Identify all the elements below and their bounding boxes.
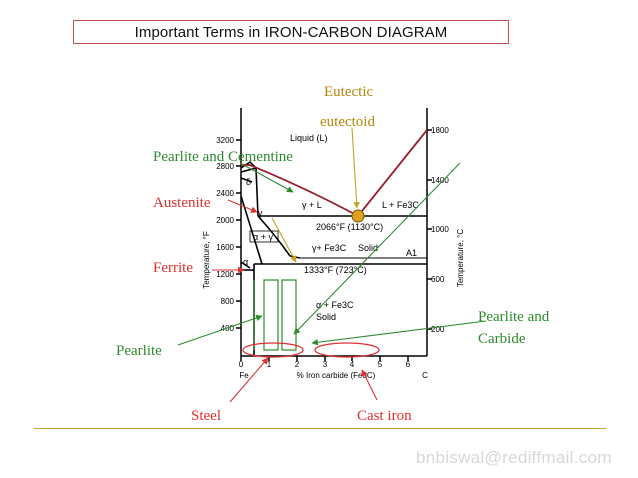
steel-range-ellipse [242, 342, 304, 358]
cast-iron-arrow [361, 369, 378, 401]
cast-iron-range-ellipse [314, 342, 380, 358]
x-axis-label: % Iron carbide (Fe3C) [297, 371, 376, 380]
region-alpha-gamma: α + γ [253, 232, 273, 242]
austenite-arrow [227, 199, 258, 213]
liquidus-lines [241, 129, 428, 217]
right-tick-label: 200 [431, 325, 445, 334]
ferrite-label: Ferrite [153, 260, 193, 276]
pearlite-cementite-arrow [239, 162, 294, 193]
left-tick-label: 400 [221, 324, 235, 333]
pearlite-carbide-label-line2: Carbide [478, 331, 526, 347]
gold-small-arrow [271, 217, 297, 263]
y-right-axis-label: Temperature, °C [456, 229, 465, 288]
green-diagonal-arrow [293, 162, 461, 335]
left-tick-label: 1200 [216, 270, 234, 279]
region-gamma-liquid: γ + L [302, 200, 322, 210]
left-tick-label: 800 [221, 297, 235, 306]
annotation-labels: Eutectic eutectoid Pearlite and Cementin… [116, 84, 550, 424]
pearlite-arrow [177, 314, 263, 346]
left-tick-label: 2400 [216, 189, 234, 198]
eutectoid-temperature-label: 1333°F (723°C) [304, 265, 367, 275]
steel-arrow [229, 357, 269, 403]
pearlite-cementite-label: Pearlite and Cementine [153, 149, 293, 165]
right-tick-label: 1000 [431, 225, 449, 234]
austenite-label: Austenite [153, 195, 211, 211]
region-gamma: γ [258, 208, 263, 218]
pearlite-carbide-arrow [311, 320, 487, 346]
x-tick-label: 5 [378, 360, 383, 369]
right-tick-label: 1800 [431, 126, 449, 135]
footer-rule [34, 428, 606, 429]
region-liquid: Liquid (L) [290, 133, 328, 143]
cast-iron-label: Cast iron [357, 408, 412, 424]
x-tick-labels: 0 1 2 3 4 5 6 [239, 360, 411, 369]
x-tick-label: 6 [406, 360, 411, 369]
right-tick-label: 1400 [431, 176, 449, 185]
region-delta: δ [246, 177, 251, 187]
x-tick-label: 3 [323, 360, 328, 369]
region-labels: Liquid (L) γ + L L + Fe3C δ γ α + γ α γ+… [243, 133, 419, 322]
region-solid-upper: Solid [358, 243, 378, 253]
x-tick-label: 1 [267, 360, 272, 369]
eutectic-arrow [351, 127, 360, 209]
left-tick-label: 3200 [216, 136, 234, 145]
region-liquid-fe3c: L + Fe3C [382, 200, 419, 210]
email-footer: bnbiswal@rediffmail.com [416, 448, 612, 467]
steel-label: Steel [191, 408, 221, 424]
x-right-end-label: C [422, 371, 428, 380]
left-tick-label: 1600 [216, 243, 234, 252]
pearlite-label: Pearlite [116, 343, 162, 359]
pearlite-zones [253, 279, 297, 351]
left-tick-label: 2000 [216, 216, 234, 225]
x-tick-label: 0 [239, 360, 244, 369]
range-ellipses [242, 342, 380, 358]
annotation-arrows [177, 127, 487, 403]
region-alpha: α [243, 257, 248, 267]
x-left-end-label: Fe [239, 371, 249, 380]
y-left-axis-label: Temperature, °F [202, 231, 211, 289]
slide-title: Important Terms in IRON-CARBON DIAGRAM [73, 20, 509, 44]
x-tick-label: 4 [350, 360, 355, 369]
left-tick-label: 2800 [216, 162, 234, 171]
x-tick-label: 2 [295, 360, 300, 369]
right-tick-label: 600 [431, 275, 445, 284]
left-tick-labels: 3200 2800 2400 2000 1600 1200 800 400 [216, 136, 234, 333]
eutectoid-label: eutectoid [320, 114, 375, 130]
region-alpha-fe3c: α + Fe3C [316, 300, 354, 310]
eutectic-temperature-label: 2066°F (1130°C) [316, 222, 383, 232]
eutectic-point [351, 209, 365, 223]
region-gamma-fe3c: γ+ Fe3C [312, 243, 347, 253]
phase-lines [240, 160, 427, 356]
eutectic-label: Eutectic [324, 84, 373, 100]
region-solid-lower: Solid [316, 312, 336, 322]
region-a1: A1 [406, 248, 417, 258]
right-tick-labels: 1800 1400 1000 600 200 [431, 126, 449, 334]
pearlite-carbide-label-line1: Pearlite and [478, 309, 550, 325]
